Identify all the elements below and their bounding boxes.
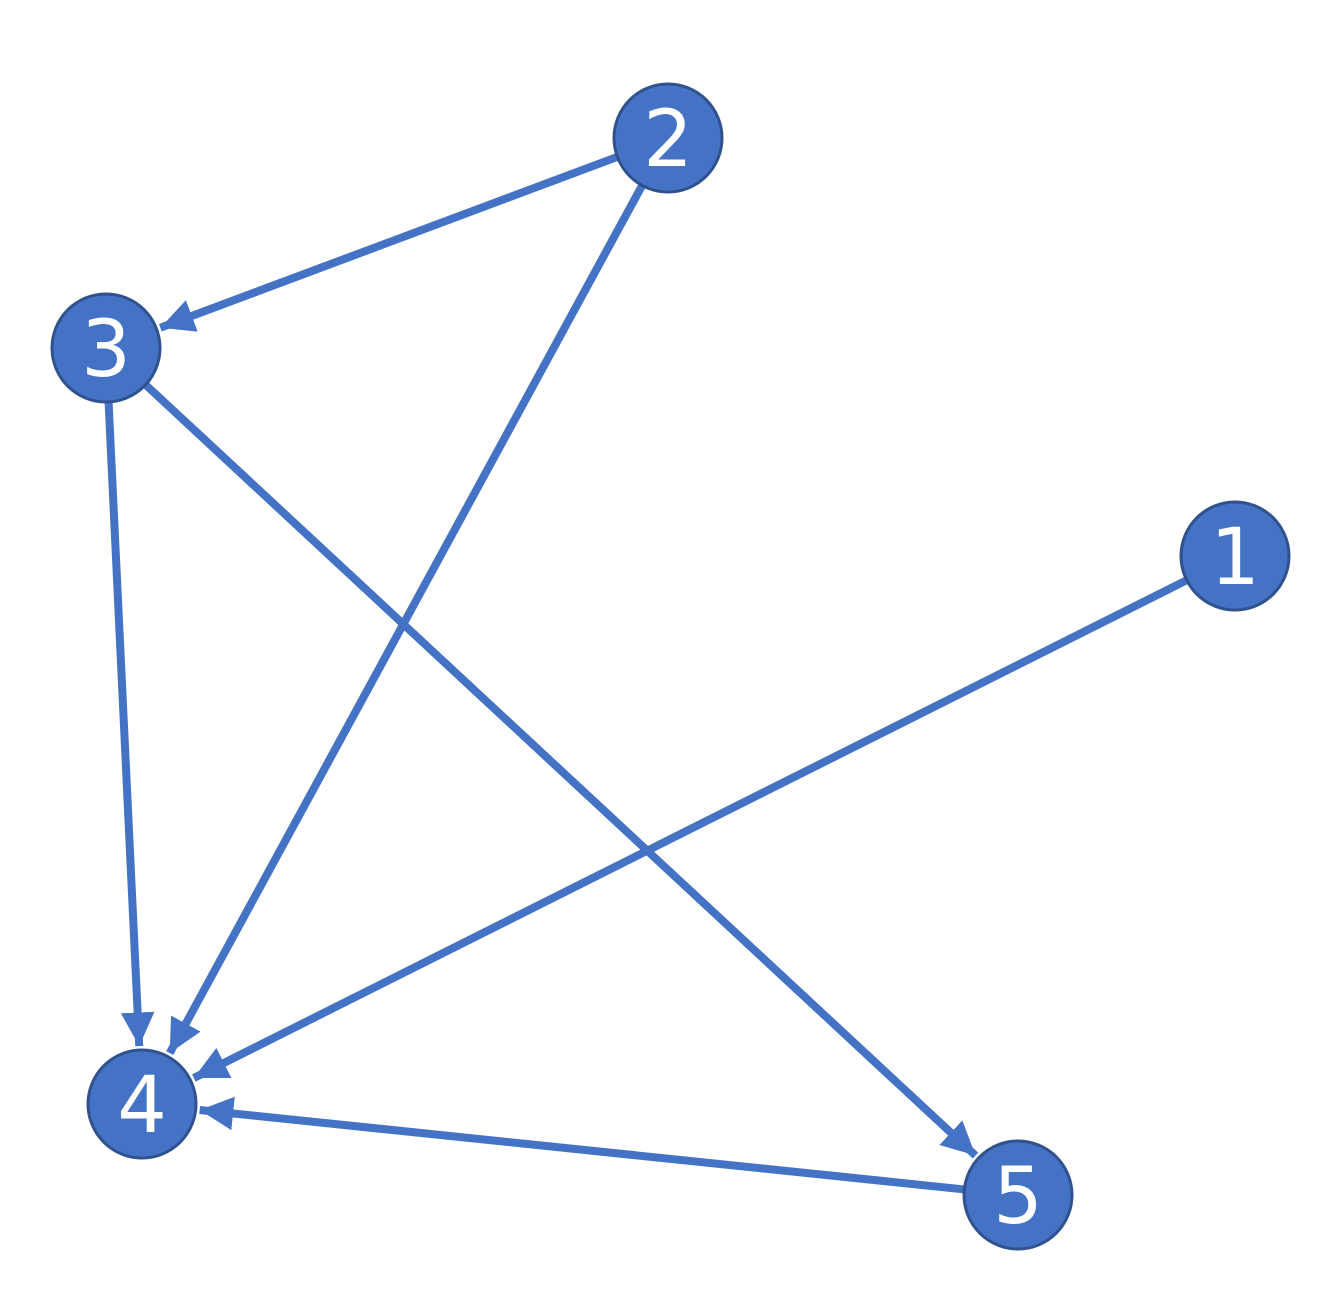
edge-2-to-4 [166,183,646,1055]
edge-1-to-4 [192,576,1189,1082]
node-4: 4 [86,1048,198,1160]
node-1-circle [1179,500,1291,612]
edges-layer [104,153,1189,1194]
node-4-label: 4 [117,1061,167,1151]
node-3-circle [50,292,162,404]
nodes-layer: 1 2 3 4 5 [50,82,1291,1251]
edge-5-to-4 [199,1096,965,1194]
node-3-label: 3 [81,305,131,395]
node-2-label: 2 [643,95,693,185]
node-2: 2 [612,82,724,194]
node-2-circle [612,82,724,194]
edge-3-to-4 [104,401,155,1047]
edge-2-to-3 [158,153,619,332]
node-5-label: 5 [993,1152,1043,1242]
node-5-circle [962,1139,1074,1251]
node-3: 3 [50,292,162,404]
edge-3-to-5 [142,381,979,1159]
node-4-circle [86,1048,198,1160]
node-5: 5 [962,1139,1074,1251]
node-1: 1 [1179,500,1291,612]
node-1-label: 1 [1210,513,1260,603]
